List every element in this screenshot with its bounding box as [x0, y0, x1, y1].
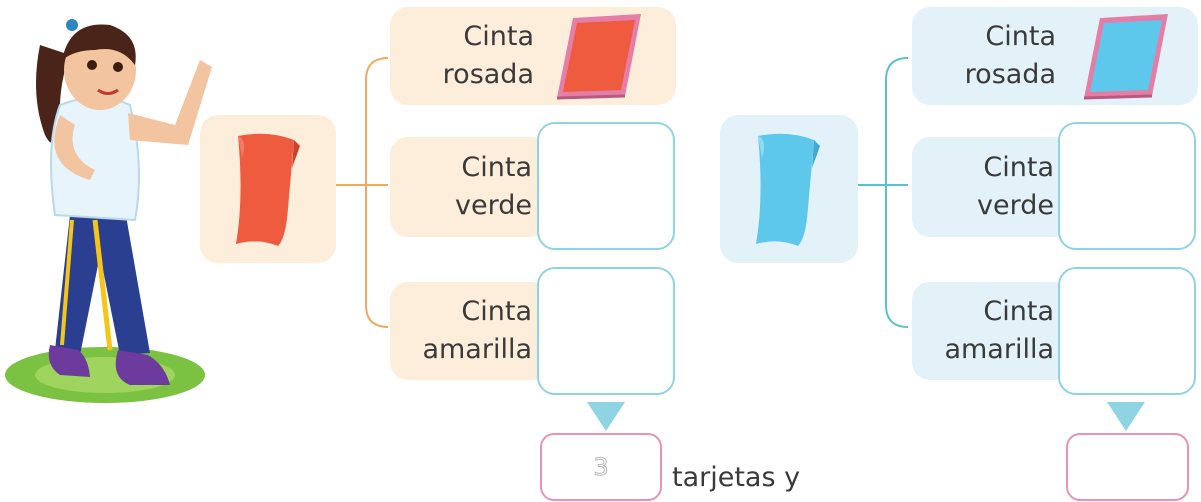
branch-label-line1: Cinta	[461, 296, 532, 327]
left-tree-connector	[336, 57, 389, 328]
right-tree-connector	[858, 57, 909, 328]
blue-card-icon	[756, 133, 820, 246]
right-total-box[interactable]	[1066, 433, 1189, 501]
branch-label-line1: Cinta	[983, 296, 1054, 327]
branch-label-line2: verde	[977, 190, 1054, 221]
left-total-suffix: tarjetas y	[672, 462, 801, 493]
left-down-arrow	[587, 402, 625, 431]
branch-label-line1: Cinta	[463, 21, 534, 52]
girl-pointing-illustration	[5, 19, 212, 403]
branch-label-line2: rosada	[964, 59, 1056, 90]
left-branch-amarilla: Cinta amarilla	[390, 282, 550, 380]
branch-label-line2: amarilla	[422, 334, 532, 365]
right-branch-amarilla: Cinta amarilla	[912, 282, 1072, 380]
left-verde-answer-box[interactable]	[537, 122, 675, 250]
left-branch-verde: Cinta verde	[390, 137, 550, 237]
red-card-icon	[236, 133, 300, 246]
left-amarilla-answer-box[interactable]	[537, 267, 675, 395]
red-card-pink-ribbon-icon	[556, 14, 641, 100]
left-total-value: 3	[593, 453, 609, 482]
branch-label-line1: Cinta	[983, 152, 1054, 183]
right-branch-verde: Cinta verde	[912, 137, 1072, 237]
right-down-arrow	[1107, 402, 1145, 431]
branch-label-line1: Cinta	[985, 21, 1056, 52]
right-amarilla-answer-box[interactable]	[1058, 267, 1196, 395]
branch-label-line1: Cinta	[461, 152, 532, 183]
branch-label-line2: rosada	[442, 59, 534, 90]
branch-label-line2: verde	[455, 190, 532, 221]
right-verde-answer-box[interactable]	[1058, 122, 1196, 250]
left-total-box[interactable]: 3	[540, 433, 662, 501]
blue-card-pink-ribbon-icon	[1083, 14, 1168, 100]
branch-label-line2: amarilla	[944, 334, 1054, 365]
